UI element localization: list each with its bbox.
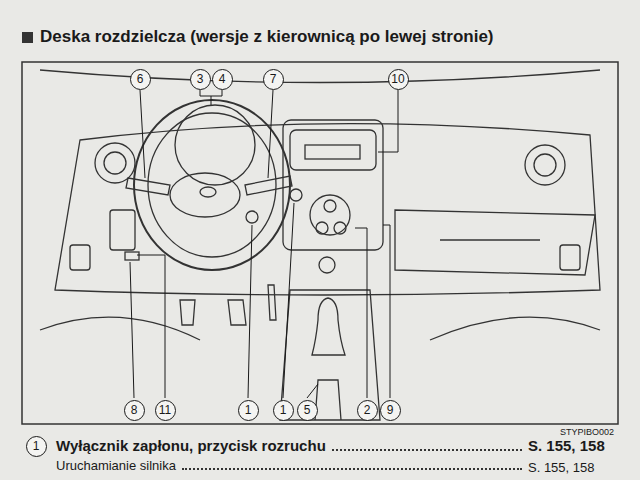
dot-leader [182, 468, 522, 470]
callout-number: 7 [270, 73, 277, 85]
callout-circle: 9 [380, 400, 401, 421]
callout-circle: 1 [238, 400, 259, 421]
page-title: Deska rozdzielcza (wersje z kierownicą p… [40, 27, 494, 47]
callout-circle: 1 [273, 400, 294, 421]
callout-number: 10 [391, 73, 404, 85]
figure-code: STYPIBO002 [560, 427, 614, 437]
callout-circle: 10 [388, 69, 409, 90]
page-reference: S. 155, 158 [528, 437, 605, 454]
callout-circle: 8 [124, 400, 145, 421]
callout-number: 6 [137, 73, 144, 85]
callout-circle: 6 [130, 69, 151, 90]
callout-number: 3 [197, 73, 204, 85]
callout-circle: 4 [212, 69, 233, 90]
title-square [22, 32, 33, 43]
dashboard-drawing [22, 62, 618, 424]
callout-number: 5 [304, 404, 311, 416]
leader-lines [130, 90, 398, 398]
callout-circle: 7 [263, 69, 284, 90]
callout-number: 1 [33, 440, 40, 452]
callout-number: 4 [219, 73, 226, 85]
callout-number: 2 [364, 404, 371, 416]
callout-circle: 11 [155, 400, 176, 421]
callout-number: 1 [280, 404, 287, 416]
callout-number: 8 [131, 404, 138, 416]
item-description: Wyłącznik zapłonu, przycisk rozruchu [56, 437, 326, 454]
callout-circle: 5 [297, 400, 318, 421]
callout-circle: 3 [190, 69, 211, 90]
callout-number: 1 [245, 404, 252, 416]
item-description: Uruchamianie silnika [56, 458, 176, 473]
callout-circle: 2 [357, 400, 378, 421]
page-reference: S. 155, 158 [528, 460, 595, 475]
dot-leader [332, 449, 522, 451]
callout-number: 9 [387, 404, 394, 416]
callout-circle: 1 [26, 436, 47, 457]
callout-number: 11 [159, 404, 171, 416]
